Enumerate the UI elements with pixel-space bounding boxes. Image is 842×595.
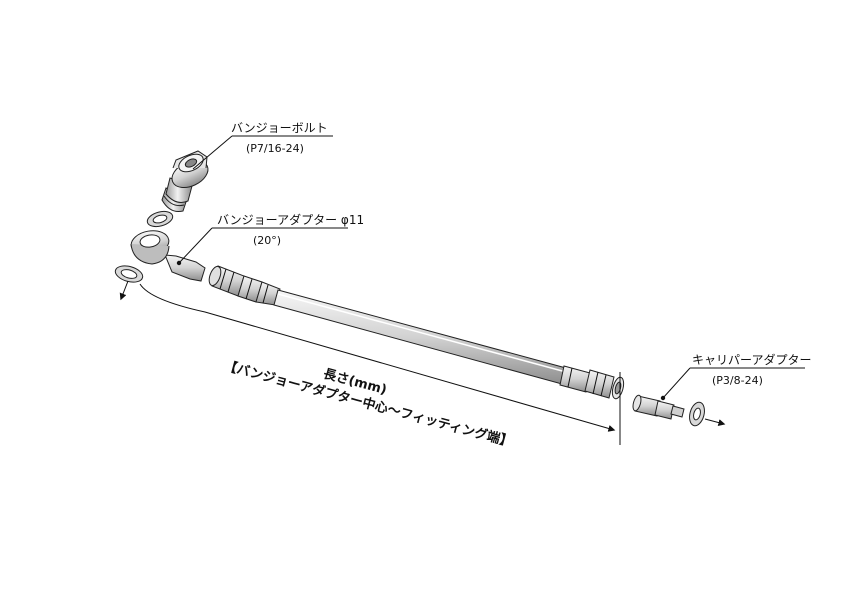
banjo-bolt-icon (161, 150, 209, 212)
banjo-adapter-label: バンジョーアダプター φ11 (217, 212, 364, 227)
hose-fitting-icon (208, 265, 281, 306)
length-note: 【バンジョーアダプター中心～フィッティング端】 (222, 358, 514, 451)
arrow-icon (119, 280, 129, 301)
hose-fitting-icon (559, 365, 625, 400)
length-dimension-line (139, 283, 616, 432)
banjo-bolt-label: バンジョーボルト (231, 121, 328, 135)
crush-washer-icon (689, 401, 705, 427)
leader-banjo-adapter (178, 227, 348, 264)
banjo-adapter-angle: (20°) (253, 234, 281, 247)
leader-banjo-bolt (192, 135, 333, 170)
leader-caliper-adapter (662, 367, 805, 399)
brake-hose-icon (273, 289, 567, 385)
banjo-adapter-icon (130, 230, 206, 282)
arrow-icon (704, 418, 726, 426)
crush-washer-icon (146, 210, 174, 228)
caliper-adapter-spec: (P3/8-24) (712, 374, 763, 387)
banjo-bolt-spec: (P7/16-24) (246, 142, 304, 155)
crush-washer-icon (114, 265, 144, 283)
caliper-adapter-icon (632, 394, 685, 420)
caliper-adapter-label: キャリパーアダプター (692, 352, 812, 367)
